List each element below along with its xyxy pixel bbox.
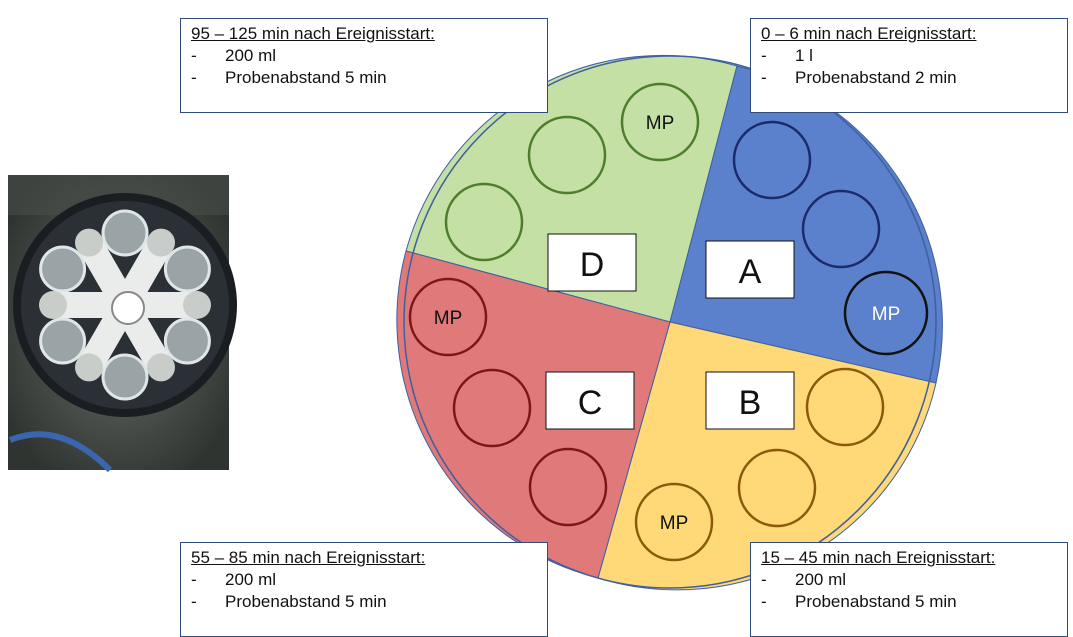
segment-label-c-box: C bbox=[545, 371, 635, 430]
info-box-b-interval: Probenabstand 5 min bbox=[795, 592, 957, 611]
photo-funnel-mouth bbox=[183, 291, 211, 319]
info-box-c-header: 55 – 85 min nach Ereignisstart: bbox=[191, 548, 426, 567]
bullet-dash: - bbox=[191, 68, 197, 87]
info-box-c-line-1: - 200 ml bbox=[191, 569, 541, 591]
photo-glass-bottle bbox=[163, 245, 211, 293]
info-box-c-volume: 200 ml bbox=[225, 570, 277, 589]
bottle-b-2 bbox=[737, 448, 817, 528]
photo-funnel-mouth bbox=[147, 353, 175, 382]
info-box-b: 15 – 45 min nach Ereignisstart: - 200 ml… bbox=[750, 542, 1068, 637]
bottle-d-2 bbox=[527, 115, 607, 195]
bullet-dash: - bbox=[761, 570, 767, 589]
segment-c bbox=[396, 250, 671, 579]
bullet-dash: - bbox=[191, 570, 197, 589]
segment-label-a-box: A bbox=[705, 240, 795, 299]
bullet-dash: - bbox=[761, 68, 767, 87]
info-box-a: 0 – 6 min nach Ereignisstart: - 1 l - Pr… bbox=[750, 18, 1068, 113]
info-box-d-interval: Probenabstand 5 min bbox=[225, 68, 387, 87]
segment-label-a: A bbox=[739, 253, 762, 291]
info-box-d-line-1: - 200 ml bbox=[191, 45, 541, 67]
bullet-dash: - bbox=[761, 592, 767, 611]
segment-label-b: B bbox=[739, 384, 762, 422]
bullet-dash: - bbox=[761, 46, 767, 65]
info-box-a-line-1: - 1 l bbox=[761, 45, 1061, 67]
info-box-d: 95 – 125 min nach Ereignisstart: - 200 m… bbox=[180, 18, 548, 113]
bottle-a-2 bbox=[801, 189, 881, 269]
info-box-b-line-1: - 200 ml bbox=[761, 569, 1061, 591]
info-box-b-line-2: - Probenabstand 5 min bbox=[761, 591, 1061, 613]
info-box-d-line-2: - Probenabstand 5 min bbox=[191, 67, 541, 89]
bottle-b-1 bbox=[805, 367, 885, 447]
bottle-b-3 bbox=[634, 482, 714, 562]
info-box-c-line-2: - Probenabstand 5 min bbox=[191, 591, 541, 613]
sampler-photo bbox=[8, 175, 237, 473]
photo-glass-bottle bbox=[39, 245, 87, 293]
info-box-b-header: 15 – 45 min nach Ereignisstart: bbox=[761, 548, 996, 567]
info-box-a-line-2: - Probenabstand 2 min bbox=[761, 67, 1061, 89]
bottle-a-1 bbox=[732, 120, 812, 200]
info-box-c-interval: Probenabstand 5 min bbox=[225, 592, 387, 611]
mp-label-d: MP bbox=[646, 113, 675, 134]
bottle-c-3 bbox=[528, 447, 608, 527]
segment-label-b-box: B bbox=[705, 371, 795, 430]
segment-label-c: C bbox=[578, 384, 603, 422]
bottle-d-3 bbox=[444, 182, 524, 262]
sampler-pie bbox=[396, 54, 943, 591]
bullet-dash: - bbox=[191, 592, 197, 611]
photo-funnel-mouth bbox=[39, 291, 67, 319]
info-box-a-header: 0 – 6 min nach Ereignisstart: bbox=[761, 24, 977, 43]
bottle-circles bbox=[408, 82, 929, 562]
photo-glass-bottle bbox=[163, 317, 211, 365]
info-box-a-volume: 1 l bbox=[795, 46, 813, 65]
photo-funnel-mouth bbox=[147, 228, 175, 257]
bottle-c-2 bbox=[452, 368, 532, 448]
info-box-c: 55 – 85 min nach Ereignisstart: - 200 ml… bbox=[180, 542, 548, 637]
info-box-d-header: 95 – 125 min nach Ereignisstart: bbox=[191, 24, 435, 43]
bottle-c-1 bbox=[408, 277, 488, 357]
mp-label-b: MP bbox=[660, 513, 689, 534]
photo-glass-bottle bbox=[101, 209, 149, 257]
mp-label-c: MP bbox=[434, 308, 463, 329]
info-box-a-interval: Probenabstand 2 min bbox=[795, 68, 957, 87]
photo-glass-bottle bbox=[101, 353, 149, 401]
mp-label-a: MP bbox=[872, 304, 901, 325]
info-box-d-volume: 200 ml bbox=[225, 46, 277, 65]
photo-funnel-mouth bbox=[75, 353, 103, 382]
bottle-a-3 bbox=[843, 270, 929, 356]
bullet-dash: - bbox=[191, 46, 197, 65]
info-box-b-volume: 200 ml bbox=[795, 570, 847, 589]
photo-funnel-mouth bbox=[75, 228, 103, 257]
bottle-d-1 bbox=[620, 82, 700, 162]
photo-glass-bottle bbox=[39, 317, 87, 365]
segment-label-d-box: D bbox=[547, 233, 637, 292]
segment-label-d: D bbox=[580, 246, 605, 284]
